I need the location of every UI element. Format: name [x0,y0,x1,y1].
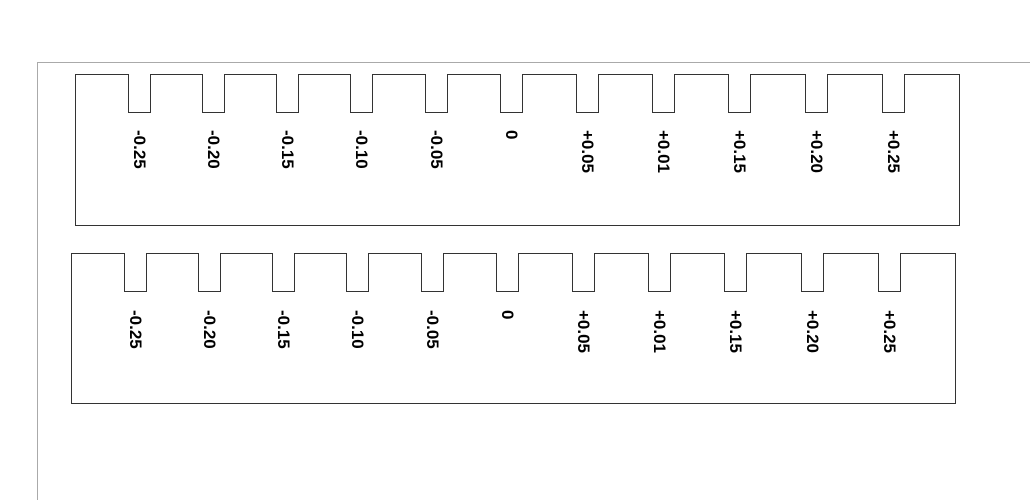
gauge-label: +0.20 [807,130,826,173]
gauge-label: +0.05 [574,310,593,353]
gauge-label: -0.10 [352,130,371,169]
gauge-label: +0.01 [654,130,673,173]
gauge-label: +0.05 [578,130,597,173]
gauge-outline [75,74,960,226]
gauge-label: -0.25 [130,130,149,169]
gauge-label: -0.15 [278,130,297,169]
gauge-label: -0.05 [427,130,446,169]
gauge-label: -0.25 [126,310,145,349]
gauge-label: 0 [502,130,521,139]
gauge-label: 0 [498,310,517,319]
gauge-label: -0.05 [423,310,442,349]
gauge-label: +0.15 [726,310,745,353]
gauge-label: +0.20 [803,310,822,353]
gauge-outline [71,253,956,404]
gauge-label: +0.01 [650,310,669,353]
gauge-label: -0.15 [274,310,293,349]
gauge-label: +0.25 [884,130,903,173]
feeler-gauge-top: -0.25 -0.20 -0.15 -0.10 -0.05 0 +0.05 +0.01 +0.1… [75,74,960,226]
gauge-label: -0.20 [200,310,219,349]
page-frame [37,62,1030,500]
gauge-label: +0.15 [730,130,749,173]
feeler-gauge-bottom: -0.25 -0.20 -0.15 -0.10 -0.05 0 +0.05 +0.01 +0.1… [71,253,956,404]
gauge-label: +0.25 [880,310,899,353]
gauge-label: -0.10 [348,310,367,349]
gauge-label: -0.20 [204,130,223,169]
